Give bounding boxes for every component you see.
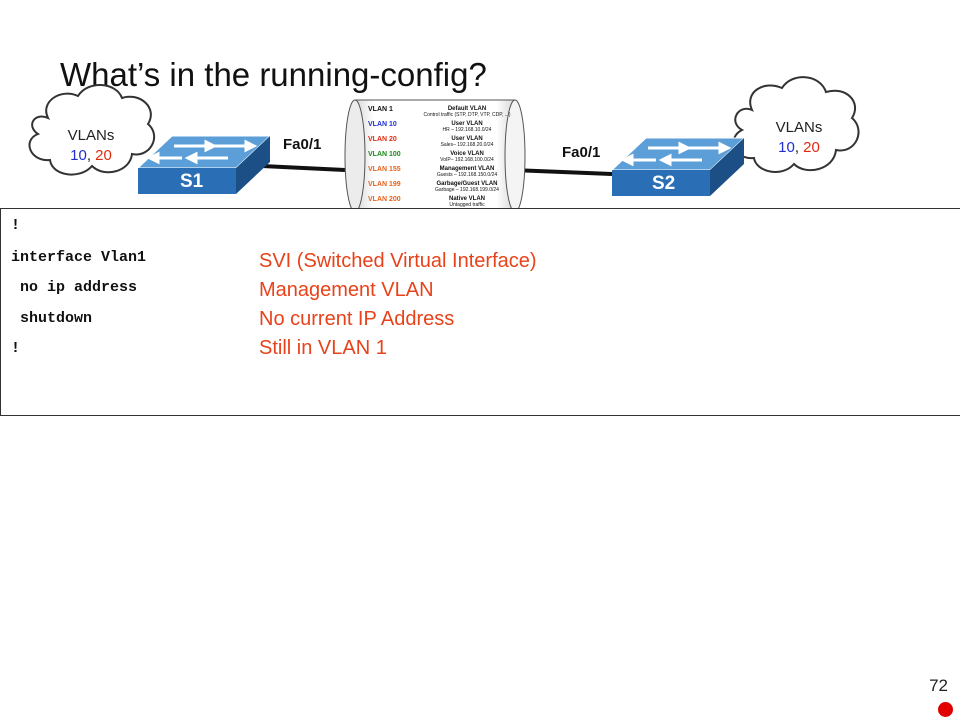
right-cloud-vlans: 10, 20: [754, 138, 844, 158]
trunk-vlan-detail: Control traffic (STP, DTP, VTP, CDP, ...…: [423, 112, 511, 118]
left-cloud-label: VLANs 10, 20: [46, 126, 136, 166]
port-label-s1: Fa0/1: [283, 136, 322, 153]
trunk-vlan-title: Native VLAN: [448, 196, 485, 202]
trunk-vlan-title: Management VLAN: [439, 166, 495, 172]
trunk-vlan-name: VLAN 10: [368, 121, 397, 128]
trunk-vlan-name: VLAN 199: [368, 181, 401, 188]
switch-s1: [136, 135, 272, 194]
config-note-no-ip: No current IP Address: [259, 308, 455, 330]
left-cloud-vlan-10: 10: [70, 147, 87, 164]
right-cloud-heading: VLANs: [775, 119, 823, 136]
trunk-vlan-detail: Sales– 192.168.20.0/24: [440, 142, 494, 148]
trunk-vlan-name: VLAN 20: [368, 136, 397, 143]
left-cloud-separator: ,: [86, 147, 96, 164]
trunk-vlan-detail: Untagged traffic: [449, 202, 485, 208]
network-diagram: [28, 76, 860, 213]
config-line: shutdown: [11, 310, 93, 327]
page-number: 72: [929, 676, 948, 695]
right-cloud-separator: ,: [794, 139, 804, 156]
config-line: !: [11, 217, 21, 234]
trunk-vlan-detail: VoIP– 192.168.100.0/24: [440, 157, 494, 163]
trunk-vlan-title: Default VLAN: [447, 106, 487, 112]
right-cloud-vlan-20: 20: [803, 139, 820, 156]
left-cloud-vlans: 10, 20: [46, 146, 136, 166]
link-trunk-s2: [511, 168, 613, 176]
config-note-management-vlan: Management VLAN: [259, 279, 434, 301]
slide-title: What’s in the running-config?: [60, 56, 487, 93]
trunk-vlan-detail: Garbage – 192.168.199.0/24: [435, 187, 499, 193]
trunk-cylinder: [344, 99, 526, 213]
config-line: !: [11, 340, 21, 357]
left-cloud-heading: VLANs: [67, 127, 115, 144]
trunk-vlan-name: VLAN 1: [368, 106, 393, 113]
trunk-vlan-detail: HR – 192.168.10.0/24: [442, 127, 492, 133]
trunk-vlan-name: VLAN 200: [368, 196, 401, 203]
switch-s1-label: S1: [180, 171, 204, 192]
right-cloud-label: VLANs 10, 20: [754, 118, 844, 158]
trunk-vlan-name: VLAN 100: [368, 151, 401, 158]
trunk-vlan-title: Garbage/Guest VLAN: [436, 181, 498, 187]
left-cloud-vlan-20: 20: [95, 147, 112, 164]
left-cloud: [28, 83, 155, 176]
port-label-s2: Fa0/1: [562, 144, 601, 161]
red-dot-marker: [938, 702, 953, 717]
config-note-svi: SVI (Switched Virtual Interface): [259, 250, 537, 272]
trunk-vlan-title: User VLAN: [451, 121, 483, 127]
config-panel: ! interface Vlan1 no ip address shutdown…: [0, 208, 960, 416]
trunk-vlan-detail: Guests – 192.168.150.0/24: [436, 172, 498, 178]
trunk-vlan-name: VLAN 155: [368, 166, 401, 173]
link-s1-trunk: [261, 164, 346, 172]
config-note-vlan1: Still in VLAN 1: [259, 337, 387, 359]
right-cloud-vlan-10: 10: [778, 139, 795, 156]
config-line: no ip address: [11, 279, 138, 296]
trunk-vlan-title: User VLAN: [451, 136, 483, 142]
switch-s2-label: S2: [652, 173, 676, 194]
config-line: interface Vlan1: [11, 249, 147, 266]
switch-s2: [610, 137, 746, 196]
trunk-vlan-title: Voice VLAN: [450, 151, 484, 157]
